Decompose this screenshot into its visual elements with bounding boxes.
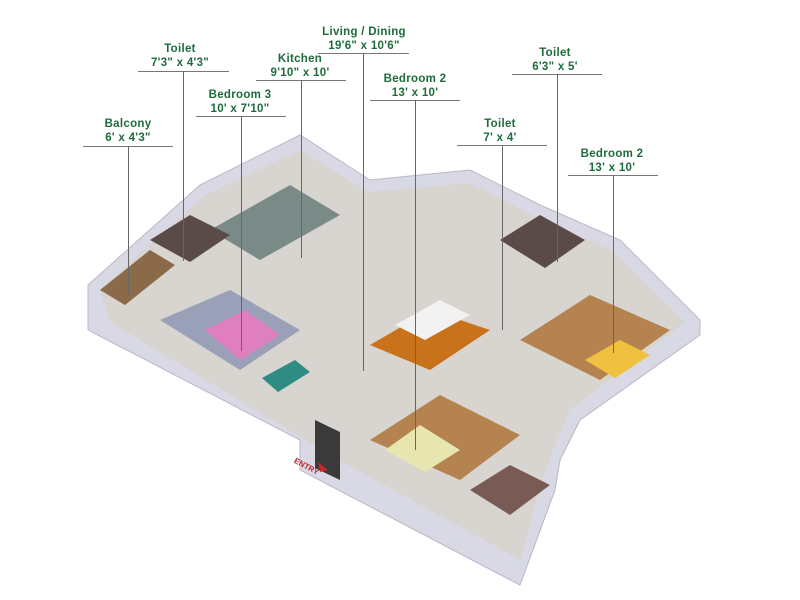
balcony-floor — [100, 250, 175, 305]
toilet-right-floor — [500, 215, 585, 268]
toilet-left-floor — [150, 215, 230, 262]
bedroom2b-leader — [613, 175, 614, 353]
kitchen-floor — [210, 185, 340, 260]
room-size: 10' x 7'10" — [210, 103, 270, 115]
label-bedroom-3: Bedroom 3 10' x 7'10" — [180, 88, 300, 116]
room-name: Toilet — [539, 47, 571, 59]
balcony-leader — [128, 146, 129, 296]
room-name: Bedroom 3 — [208, 89, 272, 101]
living-leader — [363, 53, 364, 371]
room-name: Kitchen — [277, 53, 323, 65]
room-name: Bedroom 2 — [383, 73, 447, 85]
room-size: 19'6" x 10'6" — [328, 40, 400, 52]
room-size: 7' x 4' — [483, 132, 517, 144]
bedroom2-floor-bottom — [370, 395, 520, 480]
bedroom2-floor-right — [520, 295, 670, 380]
label-kitchen: Kitchen 9'10" x 10' — [240, 52, 360, 80]
label-bedroom-2-right: Bedroom 2 13' x 10' — [552, 147, 672, 175]
label-balcony: Balcony 6' x 4'3" — [68, 117, 188, 145]
room-name: Living / Dining — [322, 26, 406, 38]
room-size: 7'3" x 4'3" — [150, 57, 210, 69]
room-size: 13' x 10' — [391, 87, 439, 99]
dining-rug — [370, 310, 490, 370]
room-size: 6' x 4'3" — [105, 132, 151, 144]
label-bedroom-2-bottom: Bedroom 2 13' x 10' — [355, 72, 475, 100]
kitchen-leader — [301, 80, 302, 258]
toilet-bottom-floor — [470, 465, 550, 515]
bedroom3-bed — [205, 310, 280, 360]
room-name: Toilet — [164, 43, 196, 55]
room-size: 13' x 10' — [588, 162, 636, 174]
bedroom3-leader — [241, 116, 242, 351]
room-name: Toilet — [484, 118, 516, 130]
toilet2-leader — [502, 145, 503, 330]
toilet3-leader — [557, 74, 558, 262]
label-living-dining: Living / Dining 19'6" x 10'6" — [304, 25, 424, 53]
room-name: Balcony — [104, 118, 152, 130]
dining-table — [395, 300, 470, 340]
bedroom2-bed-right — [585, 340, 650, 378]
label-toilet-2: Toilet 7' x 4' — [440, 117, 560, 145]
entry-arrow — [318, 462, 328, 472]
label-toilet-1: Toilet 7'3" x 4'3" — [120, 42, 240, 70]
bedroom2-bed-bottom — [385, 425, 460, 472]
room-size: 6'3" x 5' — [532, 61, 578, 73]
label-toilet-3: Toilet 6'3" x 5' — [495, 46, 615, 74]
living-sofa — [262, 360, 310, 392]
bedroom2a-leader — [415, 100, 416, 450]
room-size: 9'10" x 10' — [270, 67, 330, 79]
toilet1-leader — [183, 71, 184, 261]
room-name: Bedroom 2 — [580, 148, 644, 160]
